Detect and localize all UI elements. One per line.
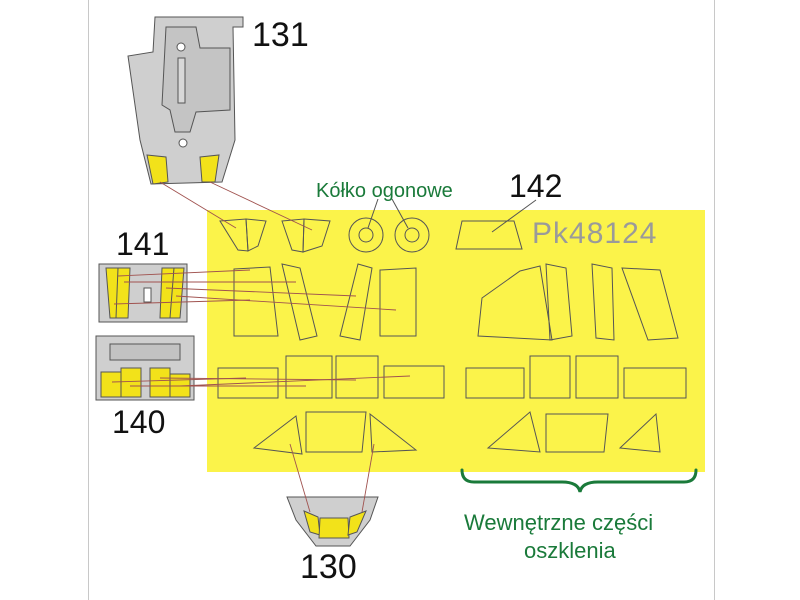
part-131-label: 131 (252, 16, 309, 54)
leader-lines (111, 181, 411, 513)
inner-glazing-label-line1: Wewnętrzne części (464, 510, 654, 535)
label-pointers (367, 198, 537, 233)
part-130-drawing (286, 496, 379, 547)
mask-sheet (207, 210, 705, 472)
part-142-label: 142 (509, 168, 563, 204)
inner-glazing-brace (460, 468, 698, 493)
part-130-label: 130 (300, 548, 357, 586)
tail-wheel-label: Kółko ogonowe (316, 180, 453, 202)
left-frame-line (88, 0, 89, 600)
part-140-drawing (95, 335, 195, 401)
sheet-code: Pk48124 (532, 217, 658, 250)
part-131-drawing (127, 16, 244, 185)
part-140-label: 140 (112, 404, 166, 440)
inner-glazing-label-line2: oszklenia (524, 538, 616, 563)
right-frame-line (714, 0, 715, 600)
part-141-drawing (98, 263, 188, 323)
mask-outlines (217, 217, 687, 455)
part-141-label: 141 (116, 226, 170, 262)
